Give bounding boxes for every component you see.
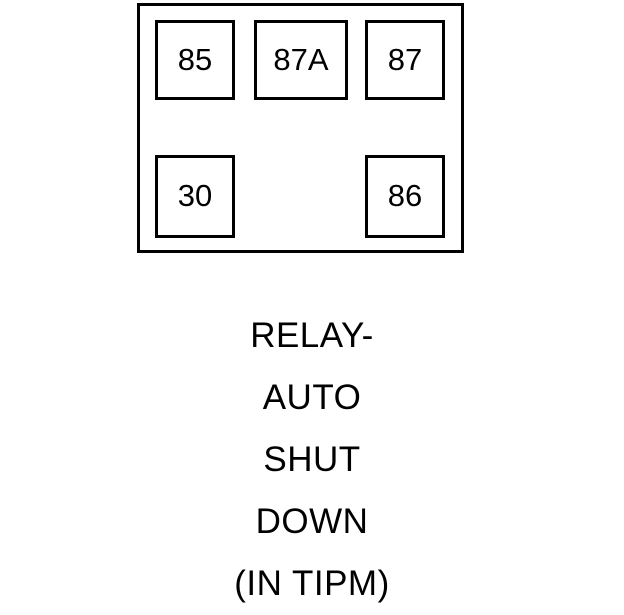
terminal-85-label: 85	[177, 41, 213, 77]
caption-line-2: AUTO	[262, 378, 362, 417]
terminal-30-label: 30	[177, 178, 213, 213]
terminal-87a-label: 87A	[273, 41, 329, 77]
caption-line-3: SHUT	[263, 440, 361, 479]
caption-line-5: (IN TIPM)	[234, 564, 390, 603]
relay-pinout-diagram: 85 87A 87 30 86 RELAY- AUTO SHUT DOWN (I…	[137, 3, 464, 603]
caption-line-1: RELAY-	[250, 316, 374, 355]
terminal-87: 87	[365, 20, 445, 100]
caption-line-4: DOWN	[255, 502, 369, 541]
relay-caption: RELAY- AUTO SHUT DOWN (IN TIPM)	[0, 305, 624, 615]
terminal-87a: 87A	[254, 20, 348, 100]
terminal-87-label: 87	[387, 41, 423, 77]
terminal-86-label: 86	[387, 178, 423, 213]
terminal-85: 85	[155, 20, 235, 100]
terminal-86: 86	[365, 155, 445, 238]
terminal-30: 30	[155, 155, 235, 238]
